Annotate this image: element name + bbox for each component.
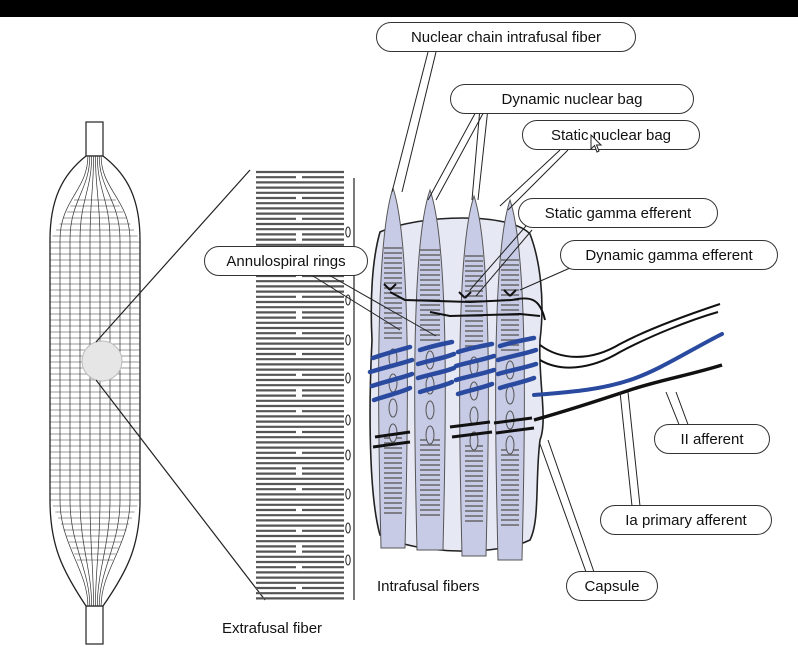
window-top-bar [0, 0, 798, 17]
intrafusal-fibers [378, 186, 525, 561]
label-ia-primary-afferent: Ia primary afferent [600, 505, 772, 535]
label-dynamic-nuclear-bag: Dynamic nuclear bag [450, 84, 694, 114]
label-capsule: Capsule [566, 571, 658, 601]
zoom-line-top [95, 169, 251, 343]
label-static-nuclear-bag: Static nuclear bag [522, 120, 700, 150]
extrafusal-fiber [256, 170, 355, 600]
label-nuclear-chain: Nuclear chain intrafusal fiber [376, 22, 636, 52]
whole-muscle [49, 121, 141, 645]
zoom-line-bottom [95, 379, 266, 601]
annulospiral-rings [367, 332, 724, 403]
leader-lines [299, 51, 691, 573]
label-ii-afferent: II afferent [654, 424, 770, 454]
label-extrafusal-fiber: Extrafusal fiber [222, 620, 323, 637]
label-dynamic-gamma-efferent: Dynamic gamma efferent [560, 240, 778, 270]
label-annulospiral-rings: Annulospiral rings [204, 246, 368, 276]
label-static-gamma-efferent: Static gamma efferent [518, 198, 718, 228]
mouse-cursor-icon [590, 134, 603, 153]
gamma-efferents [383, 283, 546, 321]
efferent-bundle [539, 303, 721, 369]
ii-afferent-nerve [372, 363, 723, 449]
label-intrafusal-fibers: Intrafusal fibers [377, 578, 480, 595]
